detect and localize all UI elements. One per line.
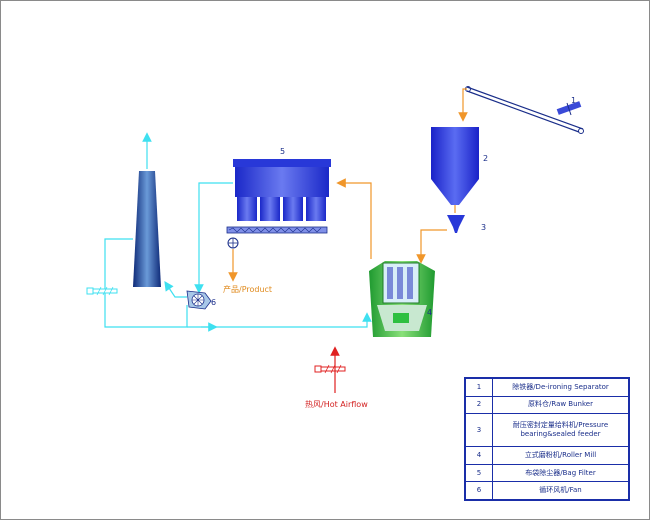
label-3: 3: [481, 223, 486, 232]
circulation-fan: [186, 290, 212, 310]
legend-row: 2 原料仓/Raw Bunker: [465, 395, 629, 415]
legend-number: 3: [465, 413, 493, 448]
flow-feeder-to-mill: [416, 229, 447, 264]
flow-mill-to-bag-filter: [336, 178, 372, 259]
roller-mill: [369, 261, 435, 337]
de-ironing-separator: [465, 86, 584, 134]
product-label: 产品/Product: [223, 284, 272, 294]
chimney: [133, 171, 161, 287]
bag-filter: [226, 159, 331, 249]
legend-number: 6: [465, 481, 493, 500]
legend-table: 1 除铁器/De-ironing Separator 2 原料仓/Raw Bun…: [464, 377, 630, 501]
label-4: 4: [427, 308, 432, 317]
legend-row: 5 布袋除尘器/Bag Filter: [465, 463, 629, 483]
legend-grid: 1 除铁器/De-ironing Separator 2 原料仓/Raw Bun…: [465, 378, 629, 500]
legend-text: 立式磨粉机/Roller Mill: [492, 446, 629, 465]
label-1: 1: [571, 96, 576, 105]
legend-row: 4 立式磨粉机/Roller Mill: [465, 446, 629, 465]
legend-row: 1 除铁器/De-ironing Separator: [465, 378, 629, 397]
flow-return-to-mill: [187, 312, 372, 328]
hot-airflow-label: 热风/Hot Airflow: [305, 399, 368, 409]
label-5: 5: [280, 147, 285, 156]
flow-fan-to-chimney: [164, 281, 187, 298]
recirculation-loop: [104, 238, 188, 328]
legend-row: 3 耐压密封定量给料机/Pressure bearing&sealed feed…: [465, 413, 629, 448]
flow-bag-filter-to-fan: [194, 182, 233, 294]
flow-conveyor-to-bunker: [458, 88, 468, 122]
sealed-feeder: [447, 215, 465, 233]
legend-row: 6 循环风机/Fan: [465, 481, 629, 500]
raw-bunker: [431, 127, 479, 205]
hot-air-damper: [314, 364, 346, 374]
legend-text: 原料仓/Raw Bunker: [492, 395, 629, 415]
legend-number: 2: [465, 395, 493, 415]
air-damper: [86, 286, 118, 296]
label-2: 2: [483, 154, 488, 163]
legend-text: 循环风机/Fan: [492, 481, 629, 500]
label-6: 6: [211, 298, 216, 307]
legend-number: 4: [465, 446, 493, 465]
legend-text: 布袋除尘器/Bag Filter: [492, 463, 629, 483]
legend-number: 5: [465, 463, 493, 483]
legend-text: 耐压密封定量给料机/Pressure bearing&sealed feeder: [492, 413, 629, 448]
legend-text: 除铁器/De-ironing Separator: [492, 378, 629, 397]
legend-number: 1: [465, 378, 493, 397]
